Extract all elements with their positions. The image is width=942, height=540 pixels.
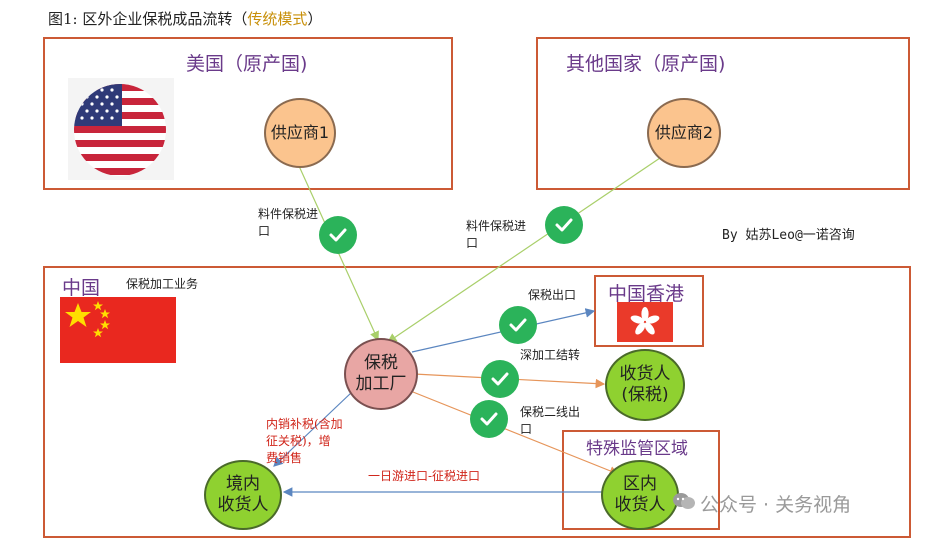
line-factory-domestic: [273, 391, 353, 467]
business-note: 保税加工业务: [126, 277, 199, 291]
title-highlight: 传统模式: [247, 10, 308, 28]
edge-label-import2: 料件保税进 口: [466, 219, 527, 250]
usa-box: [43, 37, 453, 190]
hk-flag-icon: [617, 302, 673, 342]
china-box-label: 中国: [62, 277, 101, 299]
edge-label-second-line: 保税二线出 口: [520, 405, 581, 436]
wechat-icon: [673, 493, 695, 509]
other-country-box: [536, 37, 910, 190]
hk-box-label: 中国香港: [608, 283, 685, 305]
watermark-text: 公众号 · 关务视角: [700, 494, 852, 516]
china-flag-icon: [60, 297, 176, 363]
line-factory-zone: [407, 389, 620, 476]
other-country-box-label: 其他国家（原产国): [566, 53, 726, 75]
check-icon-deep-processing: [481, 360, 519, 398]
bonded-factory-node: 保税 加工厂: [344, 338, 418, 410]
check-icon-import1: [319, 216, 357, 254]
special-zone-box-label: 特殊监管区域: [586, 439, 688, 459]
check-icon-export: [499, 306, 537, 344]
supplier2-node: 供应商2: [647, 98, 721, 168]
usa-box-label: 美国（原产国): [186, 53, 308, 75]
domestic-consignee-node: 境内 收货人: [204, 460, 282, 530]
consignee-bonded-node: 收货人 (保税): [605, 349, 685, 421]
edge-label-deep-processing: 深加工结转: [520, 348, 581, 362]
supplier1-node: 供应商1: [264, 98, 336, 168]
china-box: [43, 266, 911, 538]
edge-label-export: 保税出口: [528, 288, 577, 302]
edge-label-domestic-sale: 内销补税(含加 征关税)，增 费销售: [266, 417, 343, 465]
zone-consignee-node: 区内 收货人: [601, 460, 679, 530]
author-note: By 姑苏Leo@一诺咨询: [722, 228, 855, 243]
check-icon-import2: [545, 206, 583, 244]
edge-label-import1: 料件保税进 口: [258, 207, 319, 238]
check-icon-second-line: [470, 400, 508, 438]
line-supplier2-factory: [387, 157, 661, 343]
diagram-title: 图1: 区外企业保税成品流转（传统模式）: [48, 10, 323, 28]
usa-flag-icon: [68, 78, 174, 180]
edge-label-one-day-tour: 一日游进口-征税进口: [368, 469, 481, 483]
